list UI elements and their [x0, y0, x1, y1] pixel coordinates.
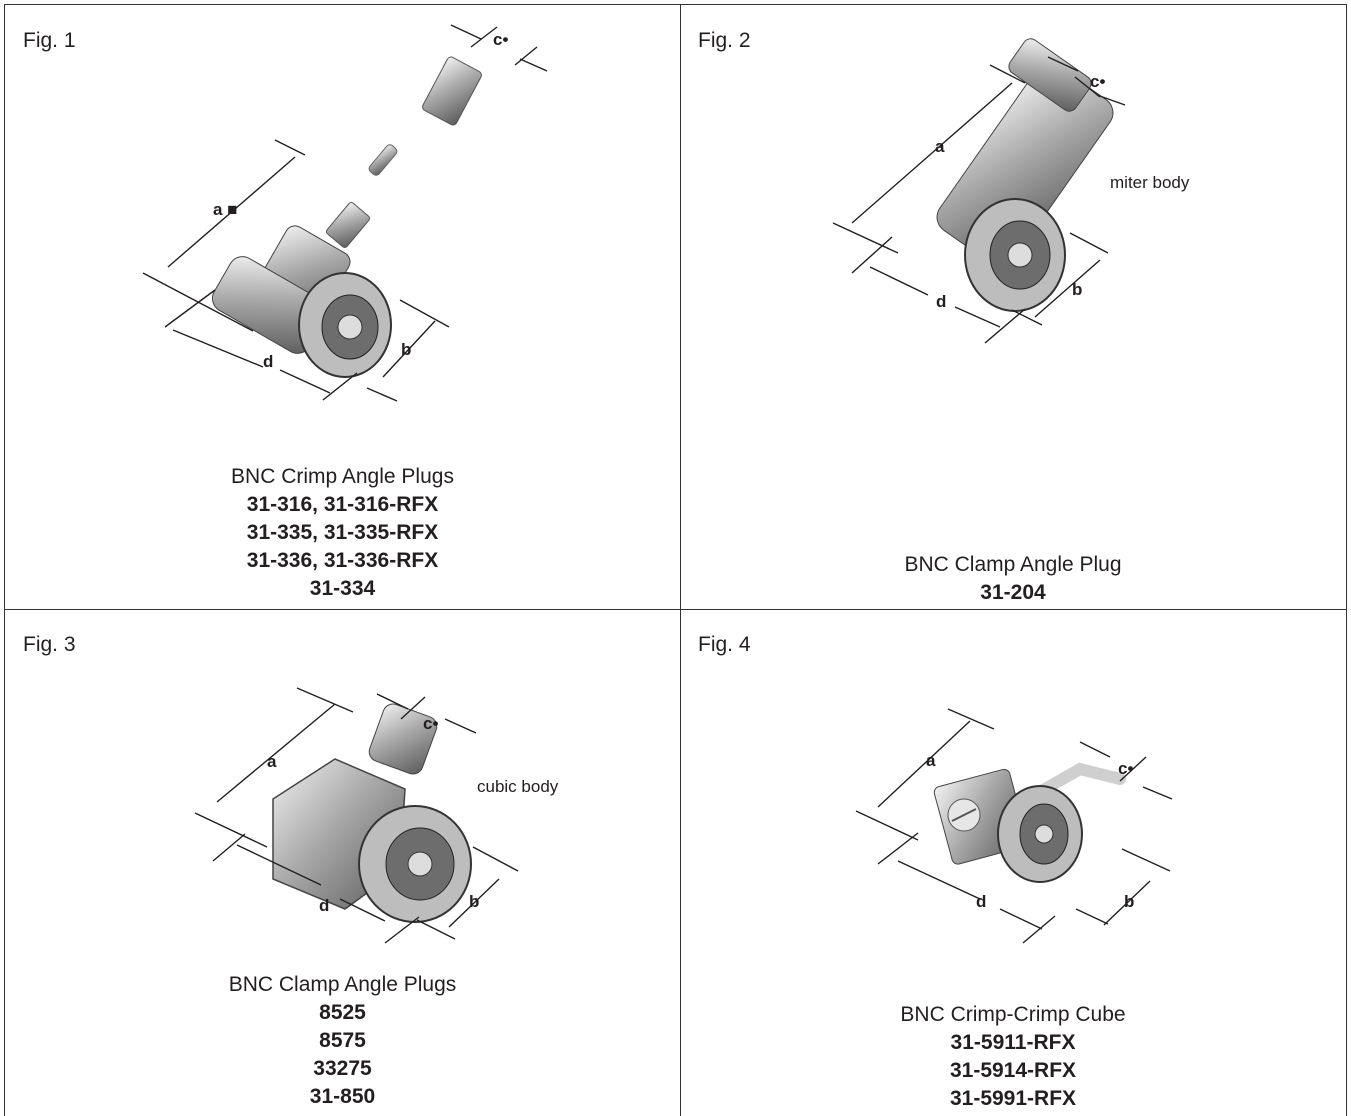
figure-2-panel: Fig. 2 — [680, 4, 1347, 610]
figure-3-label: Fig. 3 — [23, 633, 76, 656]
figure-1-dim-a: a ■ — [213, 200, 237, 219]
figure-3-caption: BNC Clamp Angle Plugs 8525 8575 33275 31… — [5, 971, 680, 1111]
figure-3-dim-b: b — [469, 892, 479, 911]
figure-3-dim-a: a — [267, 752, 277, 771]
figure-2-dim-d: d — [936, 292, 946, 311]
figure-2-part: 31-204 — [980, 581, 1046, 604]
figure-3-connector-illustration: a d b c• — [194, 687, 519, 944]
figure-4-part: 31-5991-RFX — [949, 1087, 1077, 1110]
figure-4-panel: Fig. 4 — [680, 609, 1347, 1116]
figure-2-caption: BNC Clamp Angle Plug 31-204 — [680, 551, 1346, 607]
figure-4-label: Fig. 4 — [698, 633, 751, 656]
figure-3-title: BNC Clamp Angle Plugs — [228, 973, 457, 996]
dimension-lines — [194, 687, 519, 944]
ferrule-shape — [422, 56, 482, 126]
connector-body-shape — [936, 38, 1114, 312]
figure-1-caption: BNC Crimp Angle Plugs 31-316, 31-316-RFX… — [5, 463, 680, 603]
figure-4-part: 31-5914-RFX — [949, 1059, 1077, 1082]
connector-body-shape — [211, 202, 392, 378]
figure-3-dim-c: c• — [423, 714, 438, 733]
figure-1-dim-d: d — [263, 352, 273, 371]
figure-2-dim-c: c• — [1090, 72, 1105, 91]
figure-4-part: 31-5911-RFX — [950, 1031, 1076, 1054]
figure-2-note: miter body — [1110, 173, 1190, 192]
figure-1-part: 31-335, 31-335-RFX — [246, 521, 439, 544]
figure-1-connector-illustration: a ■ d b c• — [142, 24, 548, 402]
figure-1-part: 31-316, 31-316-RFX — [246, 493, 439, 516]
figure-2-label: Fig. 2 — [698, 29, 751, 52]
figure-4-dim-d: d — [976, 892, 986, 911]
figure-2-dim-a: a — [935, 137, 945, 156]
figure-4-title: BNC Crimp-Crimp Cube — [900, 1003, 1126, 1026]
figure-1-part: 31-334 — [309, 577, 376, 600]
figure-3-dim-d: d — [319, 896, 329, 915]
figure-4-dim-a: a — [926, 751, 936, 770]
pin-shape — [368, 144, 398, 176]
figure-3-part: 33275 — [313, 1057, 372, 1080]
figure-3-part: 8575 — [319, 1029, 366, 1052]
figure-4-caption: BNC Crimp-Crimp Cube 31-5911-RFX 31-5914… — [680, 1001, 1346, 1113]
figure-1-dim-c: c• — [493, 30, 508, 49]
figure-1-panel: Fig. 1 — [4, 4, 681, 610]
dimension-lines — [832, 56, 1126, 344]
figure-3-note: cubic body — [477, 777, 559, 796]
figure-1-dim-b: b — [401, 340, 411, 359]
connector-body-shape — [933, 762, 1126, 883]
connector-body-shape — [272, 703, 472, 923]
figure-3-panel: Fig. 3 — [4, 609, 681, 1116]
figure-4-dim-c: c• — [1118, 759, 1133, 778]
figure-2-dim-b: b — [1072, 280, 1082, 299]
figure-2-title: BNC Clamp Angle Plug — [904, 553, 1122, 576]
dimension-lines — [855, 708, 1173, 944]
figure-1-part: 31-336, 31-336-RFX — [246, 549, 439, 572]
figure-3-part: 31-850 — [309, 1085, 376, 1108]
figure-3-part: 8525 — [319, 1001, 366, 1024]
figure-4-connector-illustration: a d b c• — [855, 708, 1173, 944]
figure-1-label: Fig. 1 — [23, 29, 76, 52]
figure-2-connector-illustration: a d b c• — [832, 38, 1126, 344]
dimension-lines — [142, 24, 548, 402]
figure-1-title: BNC Crimp Angle Plugs — [231, 465, 454, 488]
figure-4-dim-b: b — [1124, 892, 1134, 911]
